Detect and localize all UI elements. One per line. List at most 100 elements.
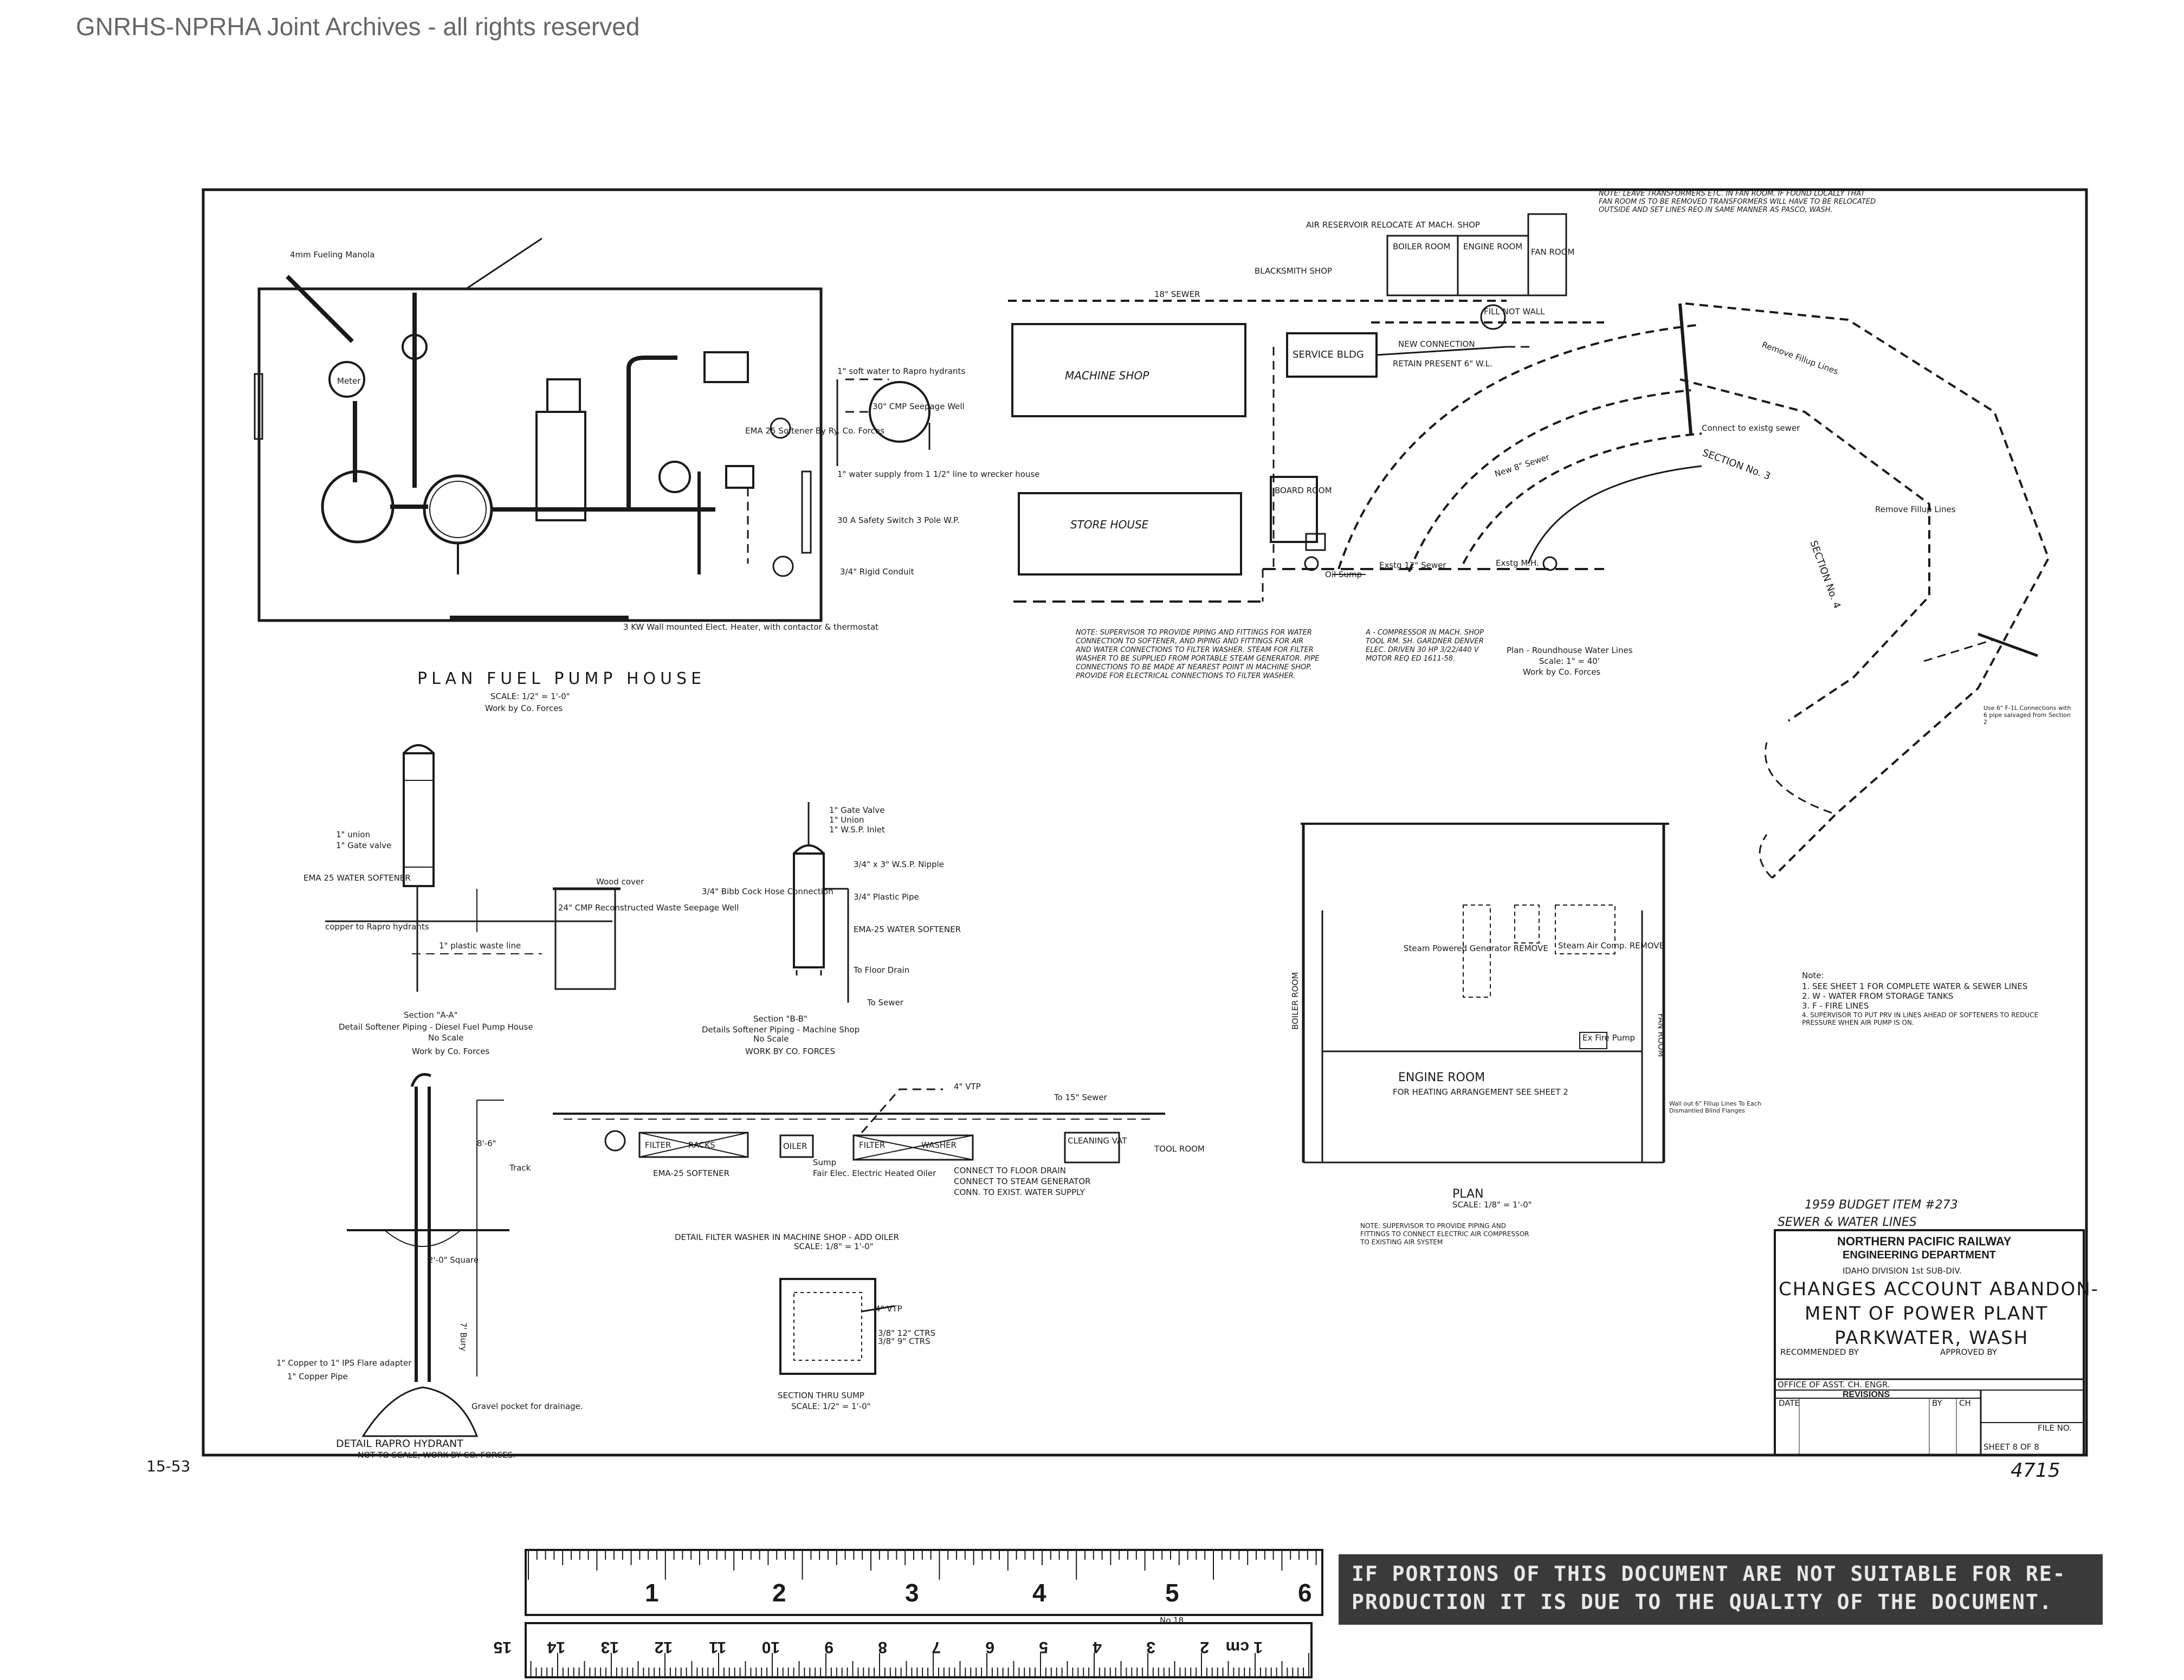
fw-tool-room: TOOL ROOM — [1154, 1144, 1205, 1154]
sheet-border — [202, 188, 2088, 1457]
ruler-cm-label: 4 — [1093, 1638, 1102, 1656]
aa-title: Section "A-A" — [404, 1010, 458, 1020]
tb-company: NORTHERN PACIFIC RAILWAY — [1837, 1235, 2012, 1248]
bb-floor-drain: To Floor Drain — [853, 965, 909, 975]
fan-room-label: FAN ROOM — [1531, 247, 1574, 257]
margin-left-mark: 15-53 — [146, 1457, 190, 1475]
compressor-note: A - COMPRESSOR IN MACH. SHOP TOOL RM. SH… — [1366, 629, 1484, 663]
fw-connect-floor: CONNECT TO FLOOR DRAIN — [954, 1166, 1066, 1175]
softener-tank-aa — [403, 752, 435, 887]
tb-recommended: RECOMMENDED BY — [1780, 1347, 1859, 1357]
aa-softener-label: EMA 25 WATER SOFTENER — [303, 873, 411, 883]
fw-title: DETAIL FILTER WASHER IN MACHINE SHOP - A… — [675, 1232, 899, 1242]
engine-room-bldg-label: ENGINE ROOM — [1463, 242, 1522, 251]
ruler-cm-label: 7 — [932, 1638, 941, 1656]
fuel-pump-scale: SCALE: 1/2" = 1'-0" — [490, 692, 570, 701]
er-ex-fire-pump: Ex Fire Pump — [1582, 1033, 1635, 1043]
rapro-copper-pipe: 1" Copper Pipe — [287, 1372, 348, 1381]
tb-date-col: DATE — [1779, 1398, 1800, 1408]
bb-work: WORK BY CO. FORCES — [745, 1046, 835, 1056]
bb-subtitle: Details Softener Piping - Machine Shop — [702, 1025, 860, 1035]
new-connection-label: NEW CONNECTION — [1398, 339, 1475, 349]
bb-plastic: 3/4" Plastic Pipe — [854, 892, 919, 902]
board-room — [1270, 476, 1318, 543]
fuel-pump-title: PLAN FUEL PUMP HOUSE — [417, 669, 706, 688]
ruler-cm-label: 14 — [547, 1638, 565, 1656]
sect2-note: Use 6" F-1L Connections with 6 pipe salv… — [1983, 705, 2071, 726]
ruler-inch-6: 6 — [1298, 1579, 1312, 1607]
fan-room — [1527, 213, 1567, 296]
cleaning-vat — [1064, 1132, 1120, 1164]
er-plan-scale: SCALE: 1/8" = 1'-0" — [1452, 1200, 1532, 1210]
ruler-mark: No.18 — [1160, 1616, 1184, 1625]
archive-watermark: GNRHS-NPRHA Joint Archives - all rights … — [76, 12, 640, 41]
tank-center — [423, 474, 493, 545]
fw-softener: EMA-25 SOFTENER — [653, 1168, 729, 1178]
rapro-track: Track — [509, 1163, 531, 1173]
ruler-inch-2: 2 — [772, 1579, 786, 1607]
fill-not-wall — [1480, 304, 1506, 330]
rapro-title: DETAIL RAPRO HYDRANT — [336, 1438, 463, 1450]
fw-racks: RACKS — [688, 1140, 715, 1150]
sheet-number: 4715 — [2011, 1459, 2060, 1482]
machine-shop-label: MACHINE SHOP — [1065, 369, 1149, 382]
aa-gate-valve: 1" Gate valve — [336, 841, 391, 850]
tb-division: IDAHO DIVISION 1st SUB-DIV. — [1843, 1266, 1962, 1276]
tb-revisions: REVISIONS — [1843, 1390, 1890, 1399]
aa-copper: copper to Rapro hydrants — [325, 922, 429, 932]
store-house-label: STORE HOUSE — [1070, 518, 1149, 531]
ruler-inch-1: 1 — [645, 1579, 659, 1607]
sump-bars2: 3/8" 9" CTRS — [878, 1336, 931, 1346]
ruler-cm-label: 12 — [655, 1638, 673, 1656]
boiler-room-label: BOILER ROOM — [1393, 242, 1450, 251]
bb-inlet: 1" W.S.P. Inlet — [829, 825, 885, 835]
notes-heading: Note: — [1802, 971, 1824, 980]
service-bldg-label: SERVICE BLDG — [1293, 349, 1364, 360]
filter-racks — [638, 1132, 749, 1158]
roundhouse-work: Work by Co. Forces — [1523, 667, 1600, 677]
bb-softener: EMA-25 WATER SOFTENER — [854, 925, 961, 934]
aa-cmp-label: 24" CMP Reconstructed Waste Seepage Well — [558, 903, 739, 913]
aa-work: Work by Co. Forces — [412, 1046, 489, 1056]
aa-plastic-waste: 1" plastic waste line — [439, 941, 521, 951]
pump-house-walls — [257, 287, 823, 622]
bb-scale: No Scale — [753, 1034, 789, 1044]
softener-label: EMA 25 Softener By Ry. Co. Forces — [745, 426, 884, 436]
sewer18-label: 18" SEWER — [1154, 289, 1200, 299]
tb-dept: ENGINEERING DEPARTMENT — [1843, 1249, 1996, 1261]
connect-label: Connect to existg sewer — [1702, 423, 1800, 433]
oiler — [779, 1134, 814, 1158]
rapro-86: 8'-6" — [477, 1139, 496, 1148]
heater-label: 3 KW Wall mounted Elect. Heater, with co… — [623, 622, 878, 632]
safety-switch-label: 30 A Safety Switch 3 Pole W.P. — [837, 515, 960, 525]
steam-generator — [1463, 904, 1491, 998]
sump-bars1: 3/8" 12" CTRS — [878, 1328, 935, 1338]
meter-label: Meter — [337, 376, 361, 386]
fw-filter2: FILTER — [859, 1140, 885, 1150]
sump-section-detail: 4" VTP 3/8" 12" CTRS 3/8" 9" CTRS SECTIO… — [778, 1278, 935, 1411]
fw-conn-water: CONN. TO EXIST. WATER SUPPLY — [954, 1187, 1085, 1197]
fw-connect-steam: CONNECT TO STEAM GENERATOR — [954, 1177, 1091, 1186]
fw-cleaning-vat: CLEANING VAT — [1068, 1136, 1127, 1146]
note-3: 3. F - FIRE LINES — [1802, 1001, 1869, 1011]
fw-oiler: OILER — [783, 1141, 807, 1151]
ruler-cm-label: 6 — [985, 1638, 994, 1656]
fw-fair-elec: Fair Elec. Electric Heated Oiler — [813, 1168, 936, 1178]
air-reservoir-label: AIR RESERVOIR RELOCATE AT MACH. SHOP — [1306, 220, 1480, 230]
board-room-label: BOARD ROOM — [1275, 486, 1332, 495]
bb-title: Section "B-B" — [753, 1014, 807, 1024]
rapro-gravel: Gravel pocket for drainage. — [471, 1401, 583, 1411]
roundhouse-title: Plan - Roundhouse Water Lines — [1507, 645, 1633, 655]
rapro-square: 2'-0" Square — [428, 1255, 479, 1265]
engine-room-plan: Steam Powered Generator REMOVE Steam Air… — [1290, 823, 1761, 1246]
roundhouse-scale: Scale: 1" = 40' — [1539, 656, 1600, 666]
aa-union: 1" union — [336, 830, 370, 839]
meter-symbol — [328, 361, 365, 398]
general-notes: Note: 1. SEE SHEET 1 FOR COMPLETE WATER … — [1802, 971, 2038, 1026]
ruler-cm-label: 3 — [1146, 1638, 1155, 1656]
ruler-cm-label: 13 — [601, 1638, 619, 1656]
bb-gate-valve: 1" Gate Valve — [829, 805, 884, 815]
title-block: 1959 BUDGET ITEM #273 SEWER & WATER LINE… — [1774, 1198, 2098, 1482]
ruler-cm-label: 1 cm — [1226, 1638, 1263, 1656]
